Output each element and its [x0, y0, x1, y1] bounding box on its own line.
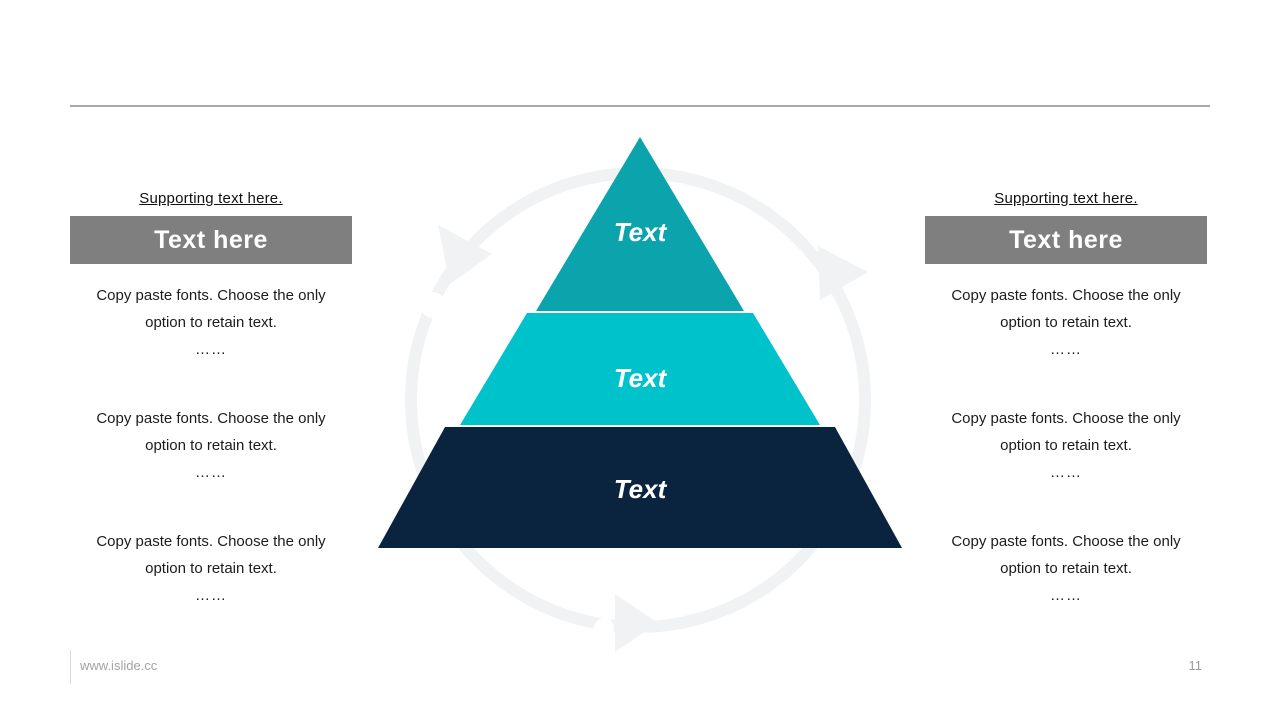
left-paragraph-2: Copy paste fonts. Choose the only option… — [70, 405, 352, 486]
paragraph-line: Copy paste fonts. Choose the only — [951, 410, 1181, 427]
paragraph-line: Copy paste fonts. Choose the only — [951, 533, 1181, 550]
paragraph-line: Copy paste fonts. Choose the only — [951, 287, 1181, 304]
footer-divider-line — [70, 650, 71, 684]
pyramid-label-middle: Text — [614, 363, 668, 393]
right-paragraph-2: Copy paste fonts. Choose the only option… — [925, 405, 1207, 486]
text-here-banner-right: Text here — [925, 216, 1207, 264]
supporting-text-right: Supporting text here. — [994, 190, 1138, 207]
paragraph-line: option to retain text. — [145, 560, 277, 577]
ellipsis-line: …… — [1050, 464, 1082, 481]
ellipsis-line: …… — [195, 587, 227, 604]
right-text-panel: Supporting text here. Text here Copy pas… — [925, 190, 1207, 604]
text-here-banner-left: Text here — [70, 216, 352, 264]
left-paragraph-3: Copy paste fonts. Choose the only option… — [70, 528, 352, 609]
cycle-arrowhead-right-icon — [818, 246, 868, 300]
pyramid-label-bottom: Text — [614, 474, 668, 504]
paragraph-line: option to retain text. — [145, 314, 277, 331]
ellipsis-line: …… — [1050, 587, 1082, 604]
supporting-text-left: Supporting text here. — [139, 190, 283, 207]
paragraph-line: Copy paste fonts. Choose the only — [96, 533, 326, 550]
paragraph-line: Copy paste fonts. Choose the only — [96, 410, 326, 427]
footer-site-url: www.islide.cc — [80, 658, 158, 673]
top-divider-line — [70, 105, 1210, 107]
paragraph-line: option to retain text. — [145, 437, 277, 454]
right-paragraph-3: Copy paste fonts. Choose the only option… — [925, 528, 1207, 609]
left-paragraph-1: Copy paste fonts. Choose the only option… — [70, 282, 352, 363]
paragraph-line: option to retain text. — [1000, 560, 1132, 577]
pyramid-level-bottom — [378, 427, 902, 548]
pyramid-label-top: Text — [614, 217, 668, 247]
ellipsis-line: …… — [195, 464, 227, 481]
paragraph-line: option to retain text. — [1000, 314, 1132, 331]
paragraph-line: Copy paste fonts. Choose the only — [96, 287, 326, 304]
ellipsis-line: …… — [1050, 341, 1082, 358]
paragraph-line: option to retain text. — [1000, 437, 1132, 454]
right-paragraph-1: Copy paste fonts. Choose the only option… — [925, 282, 1207, 363]
left-text-panel: Supporting text here. Text here Copy pas… — [70, 190, 352, 604]
pyramid-level-top — [536, 137, 744, 311]
pyramid-level-middle — [460, 313, 820, 425]
cycle-arrowhead-left-icon — [438, 225, 492, 284]
ellipsis-line: …… — [195, 341, 227, 358]
page-number: 11 — [1188, 658, 1203, 673]
cycle-arrowhead-bottom-icon — [615, 594, 658, 652]
